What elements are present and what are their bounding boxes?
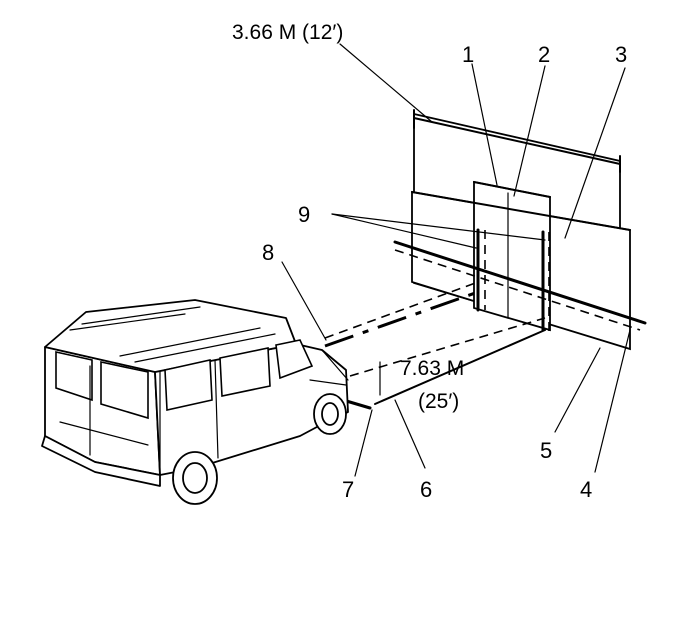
callout-8: 8 [262,240,274,265]
width-dimension-label: 3.66 M (12′) [232,21,343,44]
projection-lines [324,281,546,410]
callout-7: 7 [342,477,354,502]
callout-leaders [281,63,631,477]
callout-4: 4 [580,477,592,502]
callout-6: 6 [420,477,432,502]
width-dimension-line [339,43,621,173]
callout-5: 5 [540,438,552,463]
callout-3: 3 [615,42,627,67]
callout-1: 1 [462,42,474,67]
van-illustration [41,299,349,505]
aiming-screen [393,112,647,351]
callout-9: 9 [298,202,310,227]
callout-2: 2 [538,42,550,67]
distance-metric-label: 7.63 M [400,357,464,380]
distance-imperial-label: (25′) [418,390,459,413]
